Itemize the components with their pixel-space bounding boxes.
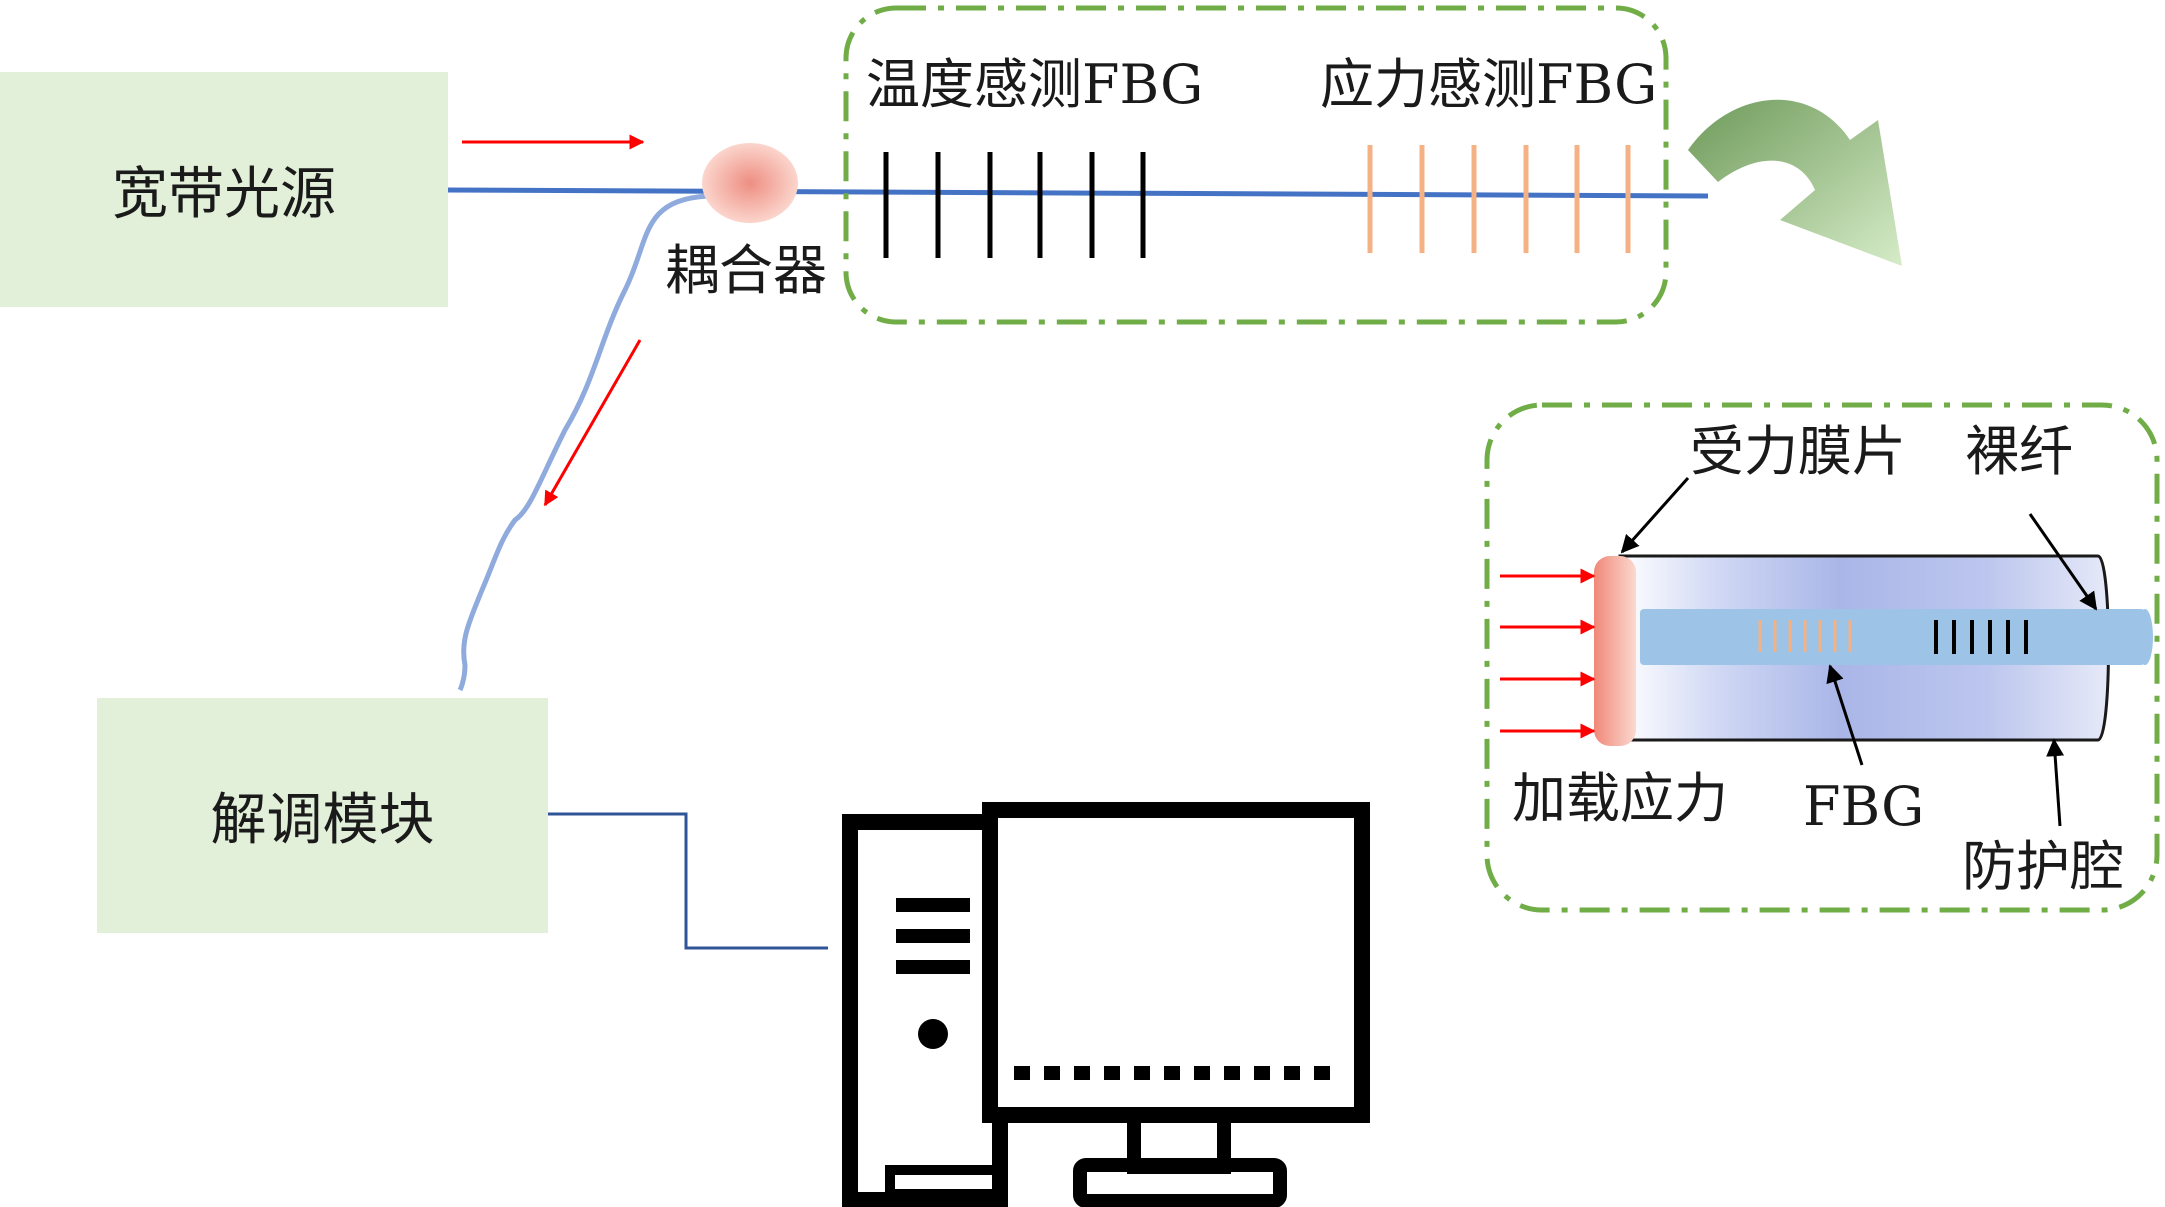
computer-icon <box>842 802 1370 1207</box>
detail-temperature-gratings <box>1934 620 2028 654</box>
curved-zoom-arrow <box>1688 99 1902 266</box>
stress-fbg-label: 应力感测FBG <box>1320 53 1658 116</box>
fbg-label: FBG <box>1803 775 1925 838</box>
bare-fiber-end <box>2137 609 2153 665</box>
demod-module-box: 解调模块 <box>97 698 548 933</box>
coupler <box>702 143 798 223</box>
pointer-arrows <box>1620 477 2098 827</box>
light-source-box: 宽带光源 <box>0 72 448 307</box>
demod-module-label: 解调模块 <box>210 788 435 853</box>
stress-gratings <box>1367 145 1631 253</box>
membrane-label: 受力膜片 <box>1690 420 1906 483</box>
fbg-region-box <box>843 5 1669 325</box>
sensor-detail-box <box>1484 402 2160 913</box>
bare-fiber <box>1640 609 2145 665</box>
temperature-gratings <box>883 152 1146 258</box>
coupler-label: 耦合器 <box>665 239 827 302</box>
bare-fiber-label: 裸纤 <box>1965 420 2073 483</box>
light-source-label: 宽带光源 <box>112 162 336 227</box>
reflected-light-arrow <box>543 339 642 507</box>
force-membrane <box>1594 556 1636 746</box>
main-fiber <box>446 187 1709 199</box>
cavity-label: 防护腔 <box>1962 835 2124 898</box>
data-cable <box>548 812 828 950</box>
detail-stress-gratings <box>1758 620 1852 652</box>
return-fiber <box>457 193 709 692</box>
load-stress-label: 加载应力 <box>1512 767 1728 830</box>
temp-fbg-label: 温度感测FBG <box>866 53 1204 116</box>
load-stress-arrows <box>1500 568 1596 739</box>
